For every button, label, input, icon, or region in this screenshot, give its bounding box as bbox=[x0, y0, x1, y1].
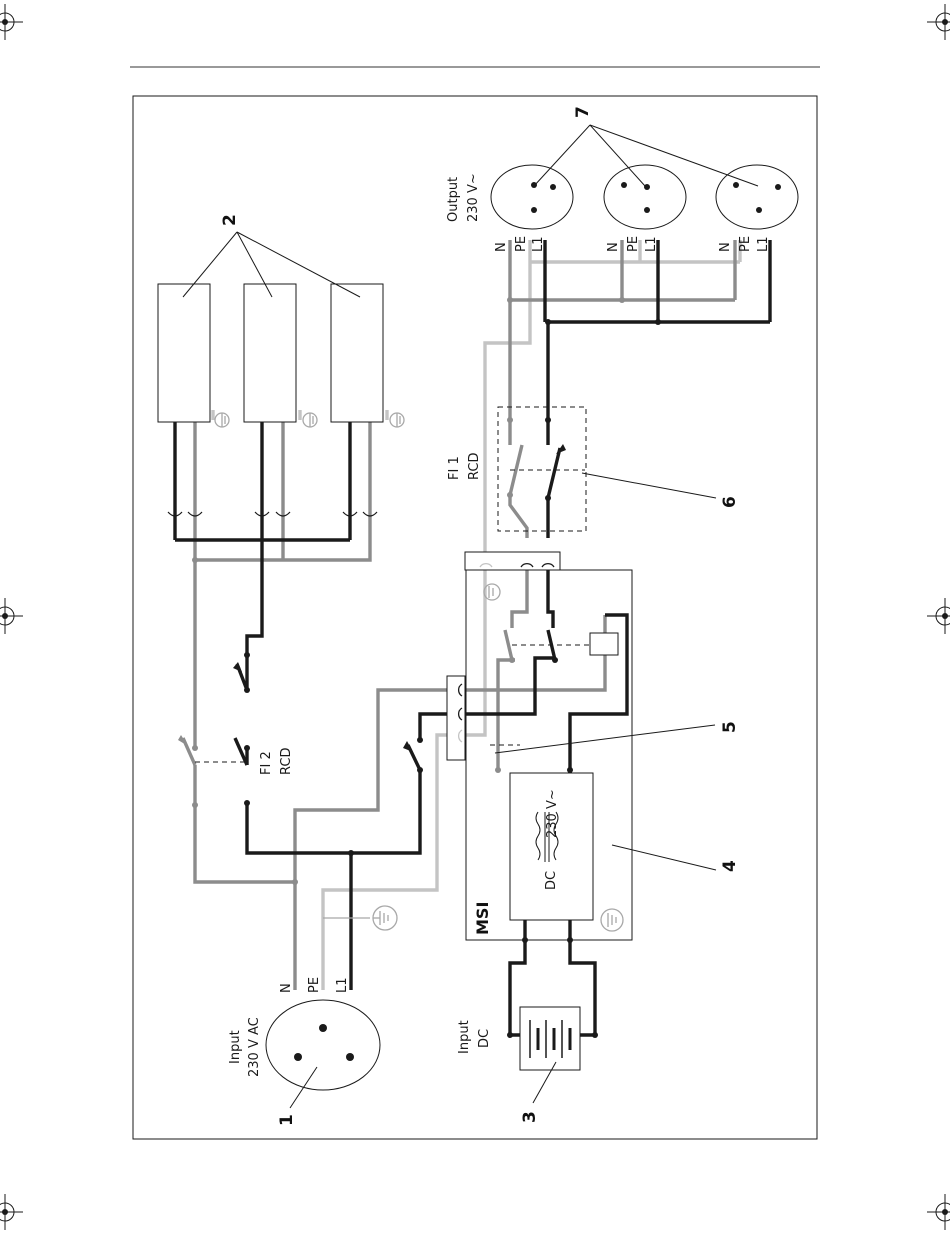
input-dc-label-line1: Input bbox=[457, 1020, 472, 1054]
out1-wire-n: N bbox=[494, 242, 509, 252]
crop-mark-bottom-left bbox=[0, 1194, 23, 1230]
crop-mark-bottom-right bbox=[927, 1194, 950, 1230]
main-switch bbox=[403, 741, 420, 770]
input-dc-label-line2: DC bbox=[477, 1029, 492, 1048]
msi-label: MSI bbox=[473, 902, 492, 935]
input-ac-label-line1: Input bbox=[228, 1030, 243, 1064]
output-socket-3 bbox=[716, 165, 798, 229]
fi2-label-line1: FI 2 bbox=[259, 751, 274, 775]
input-ac-wire-n: N bbox=[279, 983, 294, 993]
crop-mark-top-right bbox=[927, 4, 950, 40]
output-wire-labels: N PE L1 N PE L1 N PE L1 bbox=[494, 236, 771, 252]
output-socket-1 bbox=[491, 165, 573, 229]
callout-7: 7 bbox=[573, 106, 593, 118]
output-terminal-block bbox=[465, 552, 560, 570]
callout-1: 1 bbox=[277, 1114, 297, 1126]
callout-5: 5 bbox=[720, 721, 740, 733]
load-box-3 bbox=[331, 284, 383, 422]
msi-dc-label: DC bbox=[544, 871, 559, 890]
fi1-switch bbox=[510, 444, 585, 498]
load-box-1 bbox=[158, 284, 210, 422]
callout-3: 3 bbox=[520, 1111, 540, 1123]
out3-wire-n: N bbox=[718, 242, 733, 252]
input-ac-wire-pe: PE bbox=[307, 977, 322, 993]
out3-wire-l1: L1 bbox=[756, 236, 771, 252]
msi-relay-switch bbox=[505, 630, 618, 660]
callout-2: 2 bbox=[220, 214, 240, 226]
crop-mark-mid-right bbox=[927, 598, 950, 634]
out1-wire-l1: L1 bbox=[531, 236, 546, 252]
input-ac-wire-l1: L1 bbox=[335, 977, 350, 993]
msi-ac-label: 230 V~ bbox=[545, 789, 560, 838]
output-socket-2 bbox=[604, 165, 686, 229]
diagram-frame bbox=[133, 96, 817, 1139]
out2-wire-n: N bbox=[606, 242, 621, 252]
output-label-line2: 230 V~ bbox=[466, 173, 481, 222]
switches bbox=[178, 444, 618, 770]
output-sockets bbox=[491, 165, 798, 229]
out2-wire-l1: L1 bbox=[644, 236, 659, 252]
out2-wire-pe: PE bbox=[626, 236, 641, 252]
callout-leaders bbox=[183, 125, 758, 1108]
fi2-label-line2: RCD bbox=[279, 748, 294, 775]
out1-wire-pe: PE bbox=[514, 236, 529, 252]
load-box-2 bbox=[244, 284, 296, 422]
fi1-label-line1: FI 1 bbox=[447, 456, 462, 480]
crop-mark-mid-left bbox=[0, 598, 23, 634]
battery-icon bbox=[520, 1007, 580, 1070]
input-ac-socket bbox=[266, 1000, 380, 1090]
crop-mark-top-left bbox=[0, 4, 23, 40]
msi-unit: DC 230 V~ MSI bbox=[447, 552, 632, 940]
ground-icon bbox=[323, 906, 397, 930]
input-ac-label-line2: 230 V AC bbox=[247, 1017, 262, 1077]
out3-wire-pe: PE bbox=[738, 236, 753, 252]
load-plugs bbox=[168, 512, 377, 516]
output-label-line1: Output bbox=[446, 177, 461, 222]
fi2-switch bbox=[178, 662, 247, 765]
fi1-label-line2: RCD bbox=[467, 453, 482, 480]
msi-ground-icon bbox=[601, 909, 623, 931]
callout-6: 6 bbox=[720, 496, 740, 508]
callout-4: 4 bbox=[720, 860, 740, 872]
input-terminal-block bbox=[447, 676, 465, 760]
